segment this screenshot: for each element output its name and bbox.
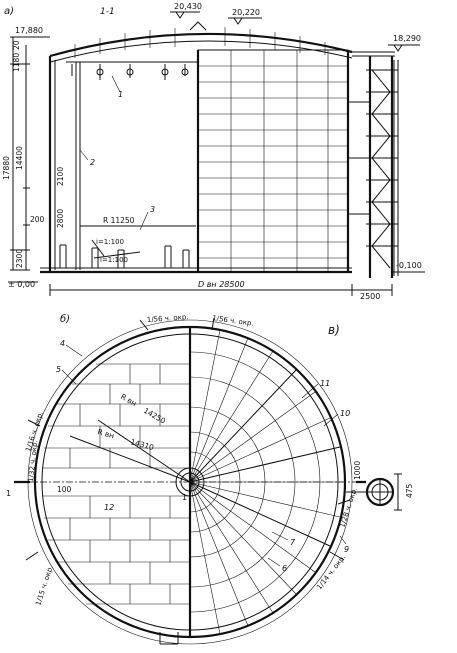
dim-1180: 1180 [12,53,21,72]
leader-11 [301,383,319,399]
stair-tower [348,51,399,278]
callout-2: 2 [90,158,95,167]
inner-column [75,62,81,270]
detail-1000: 1000 [353,461,362,480]
panel-label-a: а) [4,6,14,17]
section-1-left: 1 [6,489,11,498]
section-1-right: 1 [182,493,187,502]
radius-line-outer [69,435,191,483]
radius-dim-line [79,223,196,229]
roof-hangers [66,61,198,80]
detail-475: 475 [405,483,414,498]
panel-label-b: б) [60,313,70,325]
vertical-dim-lines [10,36,30,271]
callout-4: 4 [60,339,65,348]
leader-4 [65,344,83,357]
callout-3: 3 [150,205,155,214]
dim-200: 200 [30,215,45,224]
leader-6 [267,557,281,567]
arc-label-1: 1/56 ч. окр. [147,313,189,324]
elev-top-marker [170,11,200,19]
edge-100: 100 [57,485,72,494]
elev-left-top: 17,880 [15,26,43,35]
dim-2800: 2800 [56,209,65,228]
elev-stair-top: 18,290 [393,34,421,43]
elev-top: 20,430 [174,2,202,11]
dim-17880: 17880 [2,156,11,180]
bottom-spigot [159,632,179,645]
section-mark: 1-1 [100,7,115,17]
arc-ticks [25,317,351,561]
callout-5: 5 [56,365,61,374]
panel-label-v: в) [328,323,340,337]
r-inner-label: R вн [119,392,138,408]
roof-ribs [74,27,326,58]
elev-ground: ± 0,00 [8,280,35,289]
dim-14400: 14400 [15,146,24,170]
roof-dome [49,32,353,58]
plan-view: б) в) R вн 14250 R вн 14310 100 [6,313,414,645]
bottom-plates-left [42,363,190,605]
leader-1 [111,75,121,93]
callout-12: 12 [104,503,114,512]
hanger-node [126,68,134,76]
radius-label: R 11250 [103,216,135,225]
callout-6: 6 [282,564,287,573]
dim-20: 20 [12,40,21,50]
leader-2 [79,149,89,161]
dim-offset: 2500 [360,292,380,301]
radial-structure [175,326,346,638]
elev-roof-edge: 20,220 [232,8,260,17]
callout-1: 1 [118,90,123,99]
elev-roof-marker [228,17,262,25]
r-inner-value: 14250 [142,406,167,426]
panel-grid [198,50,348,272]
dim-2300: 2300 [15,249,24,268]
leader-7 [271,531,289,541]
r-outer-label: R вн [96,427,115,440]
leader-10 [323,413,339,427]
manhole-detail [346,473,402,511]
leader-5 [61,369,77,385]
roof-vent [189,21,207,31]
wall-panels [197,49,349,273]
callout-11: 11 [320,379,330,388]
leader-3 [139,211,149,231]
slope-1: i=1:100 [96,238,124,246]
leader-9 [339,535,347,545]
callout-9: 9 [344,545,349,554]
section-view: а) 1-1 20,430 20,220 17,880 18,290 20 11… [2,2,425,301]
callout-10: 10 [340,409,350,418]
hanger-node [96,68,104,76]
dim-diameter: D вн 28500 [198,280,245,289]
dim-2100: 2100 [56,167,65,186]
hanger-node [161,68,169,76]
slope-2: i=1:100 [100,256,128,264]
bottom-fittings [59,244,190,268]
hanger-node [181,68,189,76]
elev-right-ground: -0,100 [396,261,422,270]
arc-label-6: 1/28 ч. окр. [338,486,359,528]
callout-7: 7 [290,538,296,547]
arc-label-5: 1/15 ч. окр. [34,564,55,606]
elev-stair-marker [388,44,420,52]
horizontal-dims [49,284,393,296]
radius-line-inner [97,419,191,483]
